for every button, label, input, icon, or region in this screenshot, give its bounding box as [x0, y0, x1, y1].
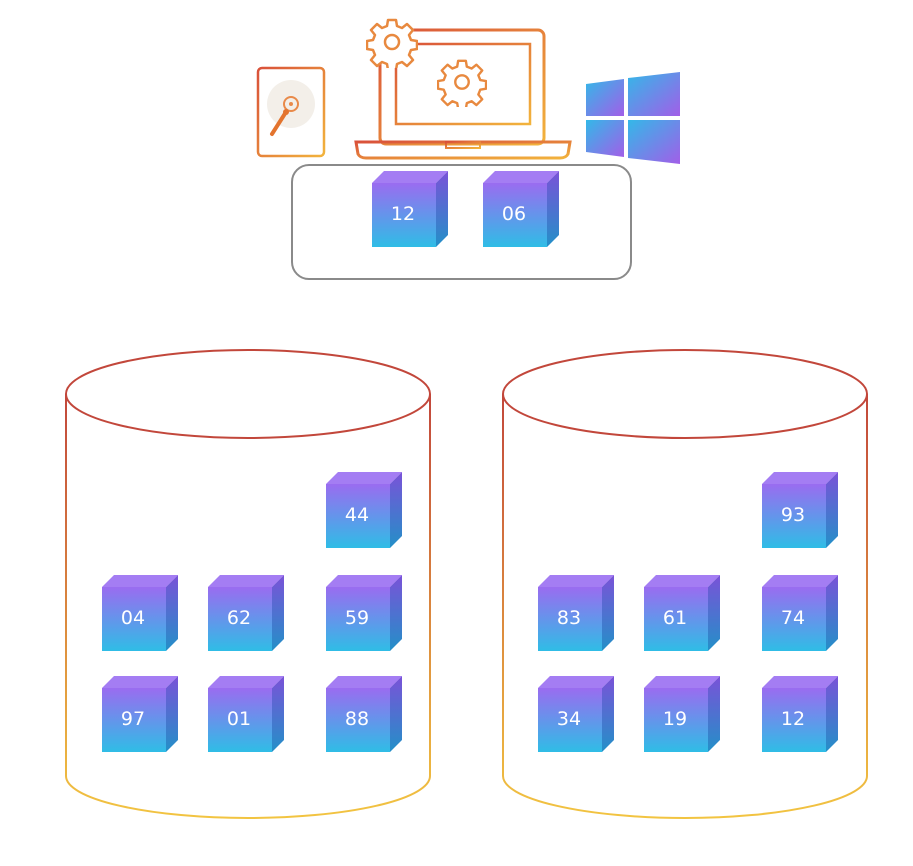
- gear-icon: [365, 16, 419, 72]
- disk-cylinder: [499, 346, 871, 824]
- block-label: 88: [344, 708, 370, 730]
- block-label: 44: [344, 504, 370, 526]
- disk-block: 04: [102, 575, 178, 651]
- block-label: 19: [662, 708, 688, 730]
- disk-block: 93: [762, 472, 838, 548]
- disk-block: 97: [102, 676, 178, 752]
- block-label: 83: [556, 607, 582, 629]
- gear-icon: [436, 57, 488, 111]
- block-label: 01: [226, 708, 252, 730]
- disk-block: 61: [644, 575, 720, 651]
- block-label: 61: [662, 607, 688, 629]
- disk-block: 44: [326, 472, 402, 548]
- block-label: 93: [780, 504, 806, 526]
- disk-block: 62: [208, 575, 284, 651]
- block-label: 97: [120, 708, 146, 730]
- hard-drive-icon: [256, 66, 328, 158]
- disk-block: 12: [762, 676, 838, 752]
- disk-block: 88: [326, 676, 402, 752]
- block-label: 04: [120, 607, 146, 629]
- block-label: 59: [344, 607, 370, 629]
- disk-block: 19: [644, 676, 720, 752]
- windows-logo-icon: [586, 72, 682, 166]
- disk-cylinder: [62, 346, 434, 824]
- memory-box: [291, 164, 632, 280]
- block-label: 34: [556, 708, 582, 730]
- laptop-icon: [352, 14, 574, 162]
- disk-block: 74: [762, 575, 838, 651]
- disk-block: 01: [208, 676, 284, 752]
- memory-block: 12: [372, 171, 448, 247]
- disk-block: 83: [538, 575, 614, 651]
- block-label: 06: [501, 203, 527, 225]
- block-label: 12: [390, 203, 416, 225]
- memory-block: 06: [483, 171, 559, 247]
- block-label: 62: [226, 607, 252, 629]
- disk-block: 34: [538, 676, 614, 752]
- disk-block: 59: [326, 575, 402, 651]
- block-label: 12: [780, 708, 806, 730]
- block-label: 74: [780, 607, 806, 629]
